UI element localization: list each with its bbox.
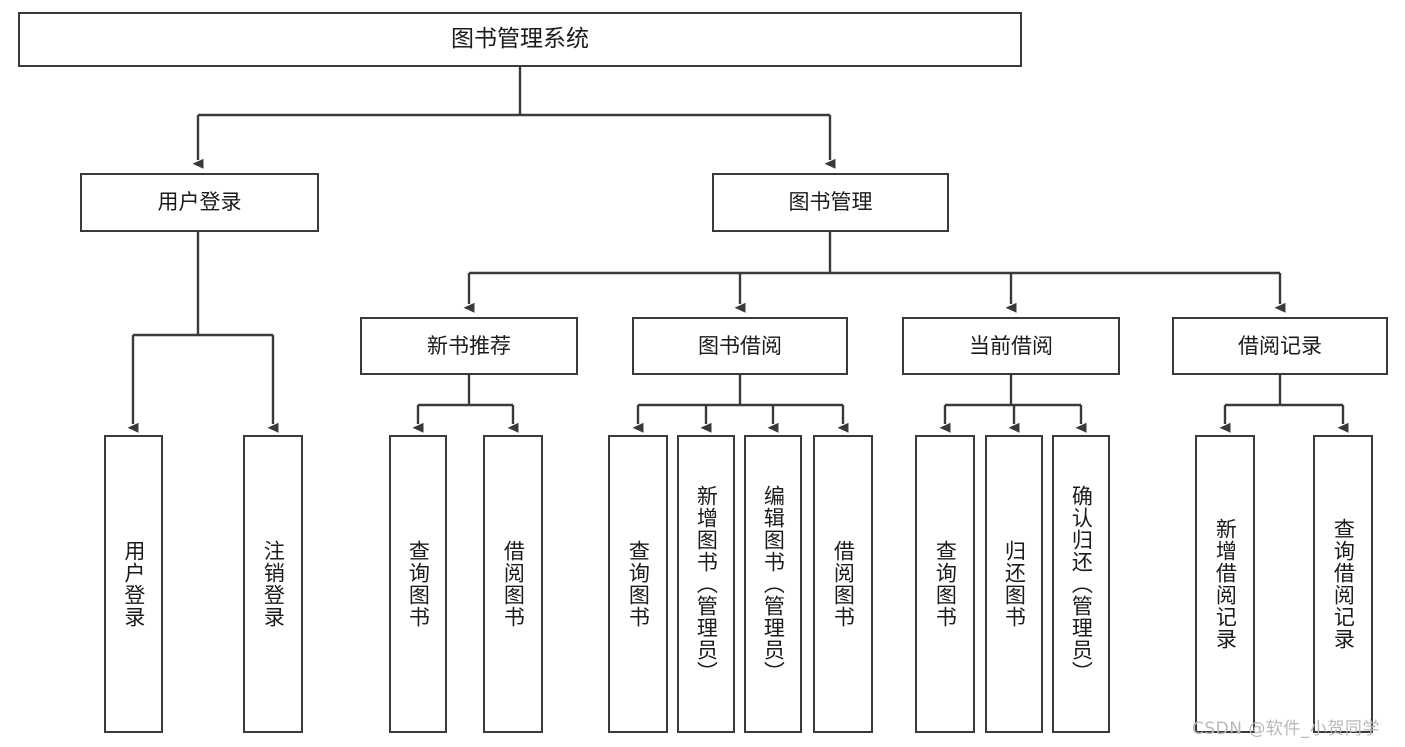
leaf-return-book[interactable]: 归还图书 xyxy=(985,435,1043,733)
leaf-add-record[interactable]: 新增借阅记录 xyxy=(1195,435,1255,733)
leaf-query-record[interactable]: 查询借阅记录 xyxy=(1313,435,1373,733)
node-user-login[interactable]: 用户登录 xyxy=(80,173,319,232)
leaf-add-record-label: 新增借阅记录 xyxy=(1213,518,1238,650)
node-current-borrow-label: 当前借阅 xyxy=(969,333,1053,358)
node-book-manage-label: 图书管理 xyxy=(788,190,873,215)
leaf-user-login-label: 用户登录 xyxy=(121,540,146,628)
leaf-borrow-book-1-label: 借阅图书 xyxy=(501,540,526,628)
leaf-borrow-book-2[interactable]: 借阅图书 xyxy=(813,435,873,733)
leaf-add-book-label: 新增图书（管理员） xyxy=(694,485,719,683)
leaf-confirm-return[interactable]: 确认归还（管理员） xyxy=(1052,435,1110,733)
node-current-borrow[interactable]: 当前借阅 xyxy=(902,317,1120,375)
leaf-add-book[interactable]: 新增图书（管理员） xyxy=(677,435,735,733)
node-book-manage[interactable]: 图书管理 xyxy=(712,173,949,232)
leaf-edit-book-label: 编辑图书（管理员） xyxy=(761,485,786,683)
leaf-borrow-book-1[interactable]: 借阅图书 xyxy=(483,435,543,733)
leaf-query-record-label: 查询借阅记录 xyxy=(1331,518,1356,650)
node-user-login-label: 用户登录 xyxy=(157,190,242,215)
node-new-book-rec[interactable]: 新书推荐 xyxy=(360,317,578,375)
leaf-query-book-1[interactable]: 查询图书 xyxy=(389,435,447,733)
leaf-query-book-2[interactable]: 查询图书 xyxy=(608,435,668,733)
leaf-query-book-3[interactable]: 查询图书 xyxy=(915,435,975,733)
csdn-watermark: CSDN @软件_小贺同学 xyxy=(1192,719,1380,739)
node-borrow-record[interactable]: 借阅记录 xyxy=(1172,317,1388,375)
node-root-label: 图书管理系统 xyxy=(451,25,589,52)
leaf-logout[interactable]: 注销登录 xyxy=(243,435,303,733)
leaf-query-book-3-label: 查询图书 xyxy=(933,540,958,628)
leaf-edit-book[interactable]: 编辑图书（管理员） xyxy=(744,435,802,733)
leaf-query-book-1-label: 查询图书 xyxy=(406,540,431,628)
leaf-return-book-label: 归还图书 xyxy=(1002,540,1027,628)
node-book-borrow-label: 图书借阅 xyxy=(698,333,782,358)
leaf-user-login[interactable]: 用户登录 xyxy=(104,435,163,733)
leaf-query-book-2-label: 查询图书 xyxy=(626,540,651,628)
leaf-confirm-return-label: 确认归还（管理员） xyxy=(1069,485,1094,683)
node-book-borrow[interactable]: 图书借阅 xyxy=(632,317,848,375)
node-borrow-record-label: 借阅记录 xyxy=(1238,333,1322,358)
node-root[interactable]: 图书管理系统 xyxy=(18,12,1022,67)
node-new-book-rec-label: 新书推荐 xyxy=(427,333,511,358)
leaf-borrow-book-2-label: 借阅图书 xyxy=(831,540,856,628)
leaf-logout-label: 注销登录 xyxy=(261,540,286,628)
